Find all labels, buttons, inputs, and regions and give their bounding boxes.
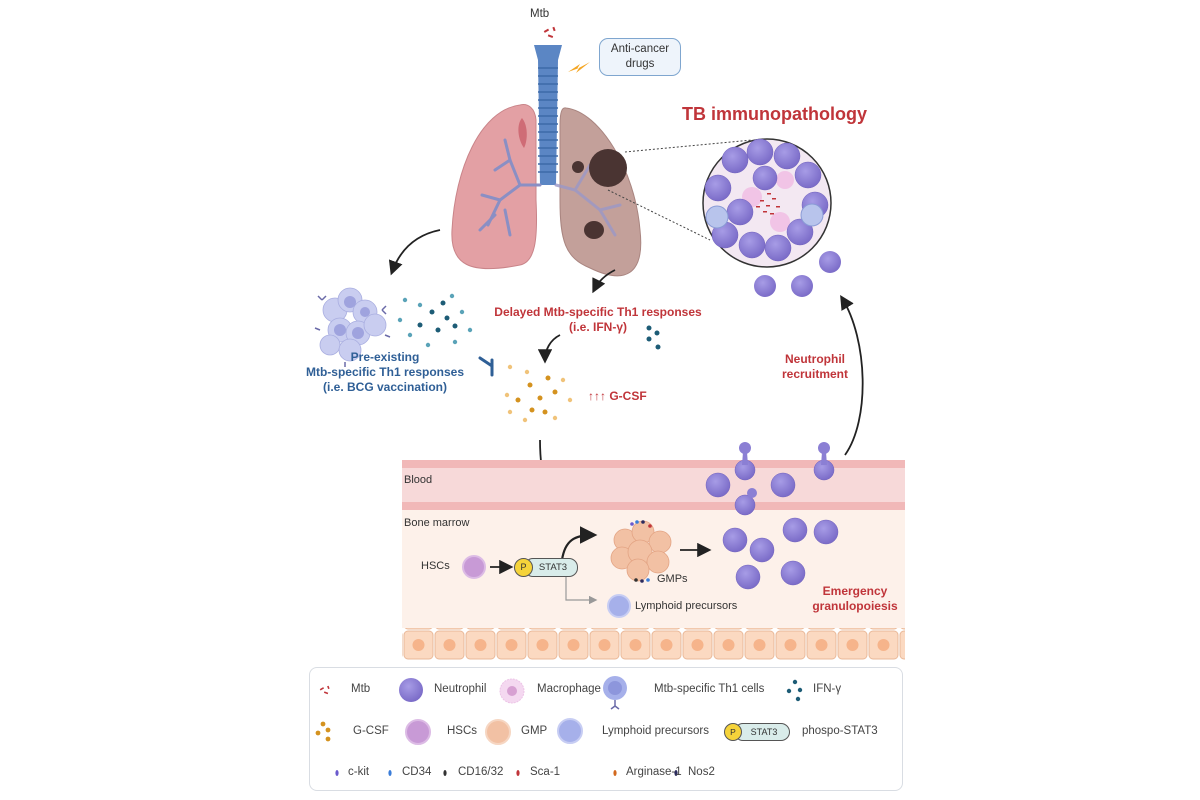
granuloma-zoom-circle (702, 138, 832, 268)
delayed-th1-label: Delayed Mtb-specific Th1 responses (i.e.… (478, 305, 718, 335)
legend-marker-dots (335, 770, 678, 776)
preexisting-line3: (i.e. BCG vaccination) (322, 380, 448, 394)
preexisting-th1-label: Pre-existing Mtb-specific Th1 responses … (300, 350, 470, 395)
granuloma-lesion (589, 149, 627, 187)
lightning-icon (568, 62, 590, 73)
healthy-lung-icon (451, 104, 542, 270)
mtb-label: Mtb (530, 8, 550, 20)
legend-label-gmp: GMP (521, 725, 548, 737)
bone-marrow-label: Bone marrow (404, 517, 470, 529)
emergency-line1: Emergency (822, 584, 888, 598)
inhibition-icon (478, 356, 494, 377)
legend-gmp-icon (485, 719, 511, 745)
hsc-cell (462, 555, 486, 579)
legend-mtb-icon (319, 685, 330, 695)
gmp-surface-markers (630, 520, 652, 583)
marrow-neutrophils (705, 459, 839, 590)
anti-cancer-drugs-line1: Anti-cancer (610, 43, 670, 55)
legend-ifn-gamma-icon (786, 679, 803, 702)
anti-cancer-drugs-line2: drugs (625, 58, 655, 70)
recruitment-line1: Neutrophil (785, 352, 845, 366)
emergency-line2: granulopoiesis (812, 599, 898, 613)
neutrophil-recruitment-label: Neutrophil recruitment (770, 352, 860, 382)
legend-stat3-body: STAT3 (734, 723, 790, 741)
arrow-lung-to-preexisting (388, 229, 441, 276)
trachea-icon (534, 45, 562, 185)
arrow-stat3-to-gmps (560, 526, 598, 561)
legend-label-cd1632: CD16/32 (458, 766, 504, 778)
legend-hsc-icon (405, 719, 431, 745)
legend-label-arginase1: Arginase-1 (626, 766, 682, 778)
legend-label-cd34: CD34 (402, 766, 432, 778)
phospho-stat3-pill: STAT3 P (514, 557, 578, 577)
gmp-cluster (610, 520, 672, 582)
arrow-neutrophil-recruitment (840, 294, 864, 456)
phosphate-badge: P (514, 558, 533, 577)
legend-gcsf-icon (315, 721, 331, 742)
preexisting-line2: Mtb-specific Th1 responses (305, 365, 465, 379)
gcsf-cloud (504, 364, 573, 423)
legend-neutrophil-icon (399, 678, 423, 702)
legend-label-ckit: c-kit (348, 766, 370, 778)
legend-lymphoid-icon (557, 718, 583, 744)
infected-lung-icon (554, 107, 642, 277)
legend-label-phospho-stat3: phospo-STAT3 (802, 725, 878, 737)
zoom-lines (607, 139, 753, 241)
gmps-label: GMPs (657, 573, 688, 585)
ifn-gamma-cloud-left (397, 293, 473, 348)
delayed-line2: (i.e. IFN-γ) (568, 320, 627, 334)
legend-label-nos2: Nos2 (688, 766, 715, 778)
hscs-label: HSCs (421, 560, 450, 572)
legend-th1-cell-icon (603, 676, 627, 710)
legend-phospho-stat3-icon: STAT3 P (724, 722, 790, 742)
recruitment-line2: recruitment (781, 367, 849, 381)
blood-label: Blood (404, 474, 433, 486)
arrow-delayed-to-gcsf (537, 334, 561, 364)
emergency-granulopoiesis-label: Emergency granulopoiesis (805, 584, 905, 614)
legend-panel: Mtb Neutrophil Macrophage Mtb-specific T… (309, 667, 903, 791)
tb-immunopathology-title: TB immunopathology (682, 104, 867, 124)
legend-label-neutrophil: Neutrophil (434, 683, 487, 695)
legend-label-macrophage: Macrophage (537, 683, 601, 695)
legend-label-mtb: Mtb (351, 683, 371, 695)
lymphoid-precursor-cell (607, 594, 631, 618)
preexisting-line1: Pre-existing (350, 350, 420, 364)
legend-label-hscs: HSCs (447, 725, 478, 737)
lymphoid-precursors-label: Lymphoid precursors (635, 600, 738, 612)
legend-label-sca1: Sca-1 (530, 766, 561, 778)
extravasating-neutrophils (739, 442, 830, 498)
th1-cell-cluster (314, 287, 391, 367)
arrow-stat3-to-lymphoid (565, 575, 598, 605)
bone-cell-row (402, 628, 905, 660)
mtb-bacteria-icon (543, 26, 556, 38)
legend-label-lymphoid: Lymphoid precursors (602, 725, 709, 737)
arrow-lung-to-delayed (592, 269, 616, 294)
legend-icons (315, 676, 803, 776)
ifn-gamma-dots-right (646, 325, 661, 350)
legend-label-gcsf: G-CSF (353, 725, 389, 737)
legend-phosphate-badge: P (724, 723, 742, 741)
gcsf-increase-label: ↑↑↑ G-CSF (588, 389, 647, 403)
legend-label-th1: Mtb-specific Th1 cells (654, 683, 765, 695)
delayed-line1: Delayed Mtb-specific Th1 responses (494, 305, 702, 319)
anti-cancer-drugs-box: Anti-cancer drugs (599, 38, 681, 76)
recruited-neutrophils (754, 251, 841, 297)
legend-label-ifn-gamma: IFN-γ (813, 683, 842, 695)
